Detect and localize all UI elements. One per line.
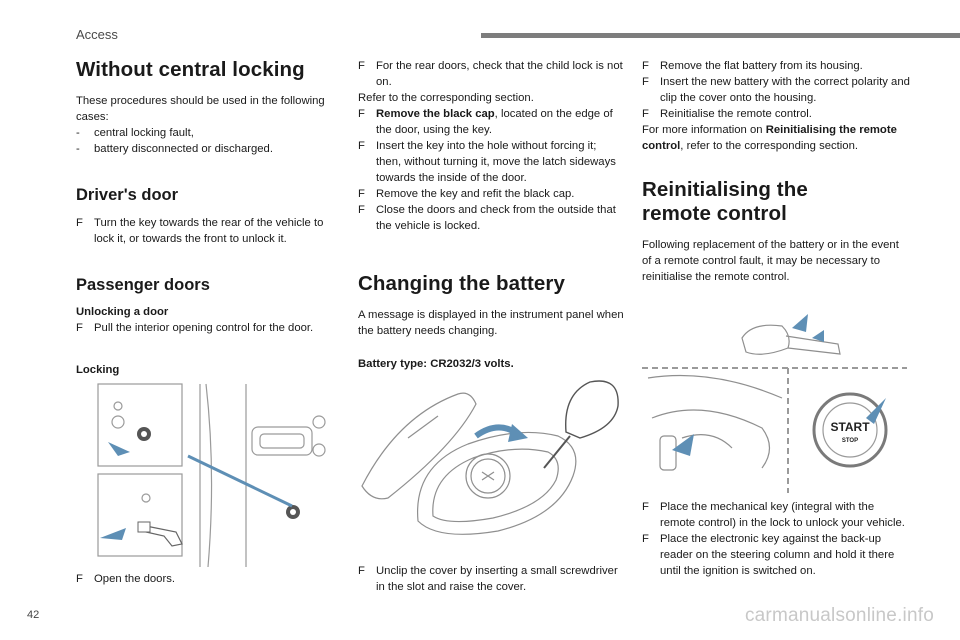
door-lock-illustration	[96, 382, 346, 567]
battery-change-illustration	[358, 376, 623, 541]
battery-type: Battery type: CR2032/3 volts.	[358, 358, 514, 370]
watermark: carmanualsonline.info	[744, 605, 934, 626]
reinitialise-illustration: START STOP	[642, 308, 907, 498]
section-header: Access	[76, 27, 118, 42]
passenger-doors-title: Passenger doors	[76, 276, 210, 294]
stop-label: STOP	[842, 438, 858, 444]
case-item: -central locking fault,	[76, 127, 194, 139]
page-number: 42	[27, 609, 40, 621]
intro-text: These procedures should be used in the f…	[76, 95, 325, 123]
section-title-changing-battery: Changing the battery	[358, 272, 566, 295]
drivers-door-title: Driver's door	[76, 186, 179, 204]
battery-intro: A message is displayed in the instrument…	[358, 309, 624, 337]
header-bar	[481, 33, 960, 38]
locking-subtitle: Locking	[76, 364, 120, 376]
case-item: -battery disconnected or discharged.	[76, 143, 273, 155]
left-column: Without central locking These procedures…	[76, 58, 346, 378]
unlocking-subtitle: Unlocking a door	[76, 306, 169, 318]
reinit-intro: Following replacement of the battery or …	[642, 239, 899, 283]
refer-text: Refer to the corresponding section.	[358, 92, 534, 104]
section-title-without-central-locking: Without central locking	[76, 58, 305, 81]
start-label: START	[830, 420, 870, 434]
section-title-reinitialising: Reinitialising the remote control	[642, 178, 808, 225]
more-info-text: For more information on Reinitialising t…	[642, 124, 897, 152]
